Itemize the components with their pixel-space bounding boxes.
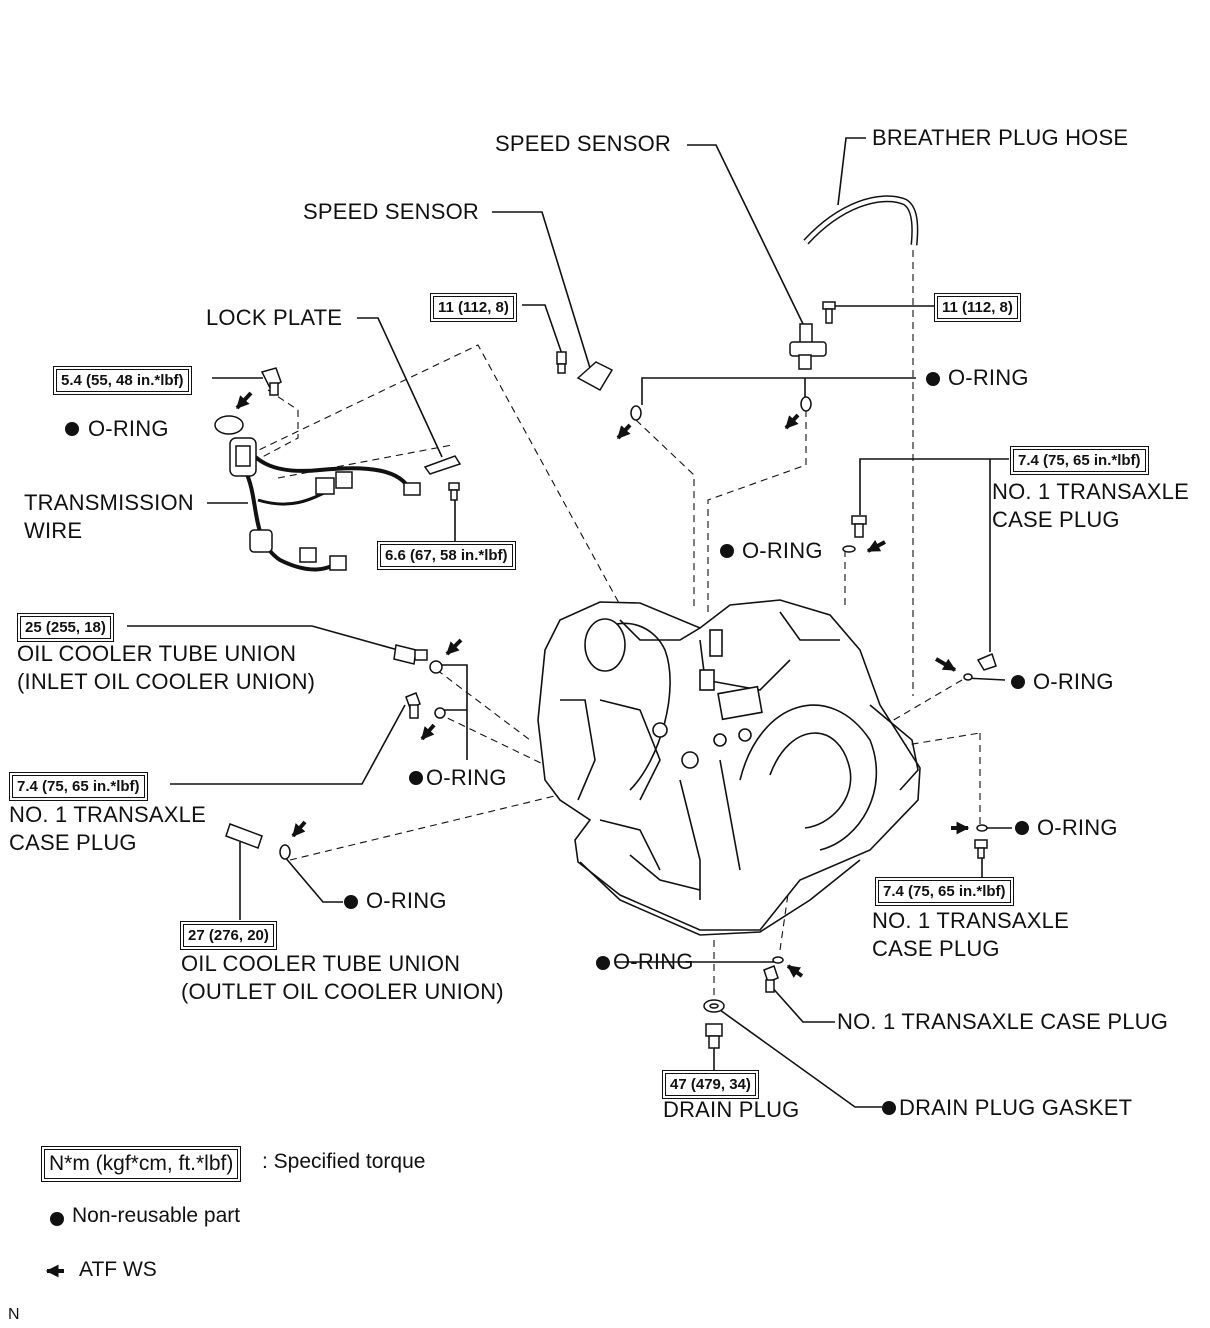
torque-box: 7.4 (75, 65 in.*lbf)	[1010, 446, 1149, 475]
label-oil-cooler-outlet: OIL COOLER TUBE UNION (OUTLET OIL COOLER…	[181, 951, 504, 1004]
torque-box: 5.4 (55, 48 in.*lbf)	[53, 366, 192, 395]
torque-box: 11 (112, 8)	[430, 293, 517, 322]
label-speed-sensor-top: SPEED SENSOR	[495, 131, 672, 156]
torque-box: 7.4 (75, 65 in.*lbf)	[875, 877, 1014, 906]
label-no1-transaxle-case-plug: NO. 1 TRANSAXLE CASE PLUG	[872, 908, 1069, 961]
label-breather-plug-hose: BREATHER PLUG HOSE	[872, 125, 1129, 150]
small-parts	[214, 195, 997, 1049]
label-o-ring: O-RING	[948, 365, 1029, 390]
label-no1-transaxle-case-plug: NO. 1 TRANSAXLE CASE PLUG	[9, 802, 206, 855]
torque-box: 11 (112, 8)	[934, 293, 1021, 322]
legend-torque-text: : Specified torque	[262, 1150, 426, 1173]
torque-box: 27 (276, 20)	[180, 921, 277, 950]
atf-arrows	[45, 391, 970, 1278]
legend-atf-ws: ATF WS	[79, 1258, 157, 1281]
label-o-ring: O-RING	[1033, 669, 1114, 694]
transmission-wire-harness	[229, 437, 421, 572]
label-no1-transaxle-case-plug: NO. 1 TRANSAXLE CASE PLUG	[992, 479, 1189, 532]
non-reusable-bullets	[50, 372, 1029, 1226]
label-o-ring: O-RING	[613, 949, 694, 974]
label-oil-cooler-inlet: OIL COOLER TUBE UNION (INLET OIL COOLER …	[17, 641, 316, 694]
torque-box: 7.4 (75, 65 in.*lbf)	[9, 772, 148, 801]
label-speed-sensor-left: SPEED SENSOR	[303, 199, 480, 224]
label-drain-plug: DRAIN PLUG	[663, 1097, 800, 1122]
label-o-ring: O-RING	[742, 538, 823, 563]
label-o-ring: O-RING	[88, 416, 169, 441]
label-drain-plug-gasket: DRAIN PLUG GASKET	[899, 1095, 1133, 1120]
torque-box: 25 (255, 18)	[17, 613, 114, 642]
label-lock-plate: LOCK PLATE	[206, 305, 343, 330]
legend-non-reusable: Non-reusable part	[72, 1204, 241, 1227]
leader-lines	[127, 137, 1012, 1108]
label-o-ring: O-RING	[1037, 815, 1118, 840]
label-o-ring: O-RING	[426, 765, 507, 790]
torque-box: 47 (479, 34)	[662, 1070, 759, 1099]
transaxle-case	[537, 599, 921, 936]
alignment-lines	[237, 250, 981, 1000]
legend-torque-unit-box: N*m (kgf*cm, ft.*lbf)	[40, 1146, 242, 1182]
label-o-ring: O-RING	[366, 888, 447, 913]
label-transmission-wire: TRANSMISSION WIRE	[24, 490, 194, 543]
label-no1-transaxle-case-plug: NO. 1 TRANSAXLE CASE PLUG	[837, 1009, 1169, 1034]
torque-box: 6.6 (67, 58 in.*lbf)	[377, 541, 516, 570]
footer-code: N	[8, 1306, 20, 1323]
